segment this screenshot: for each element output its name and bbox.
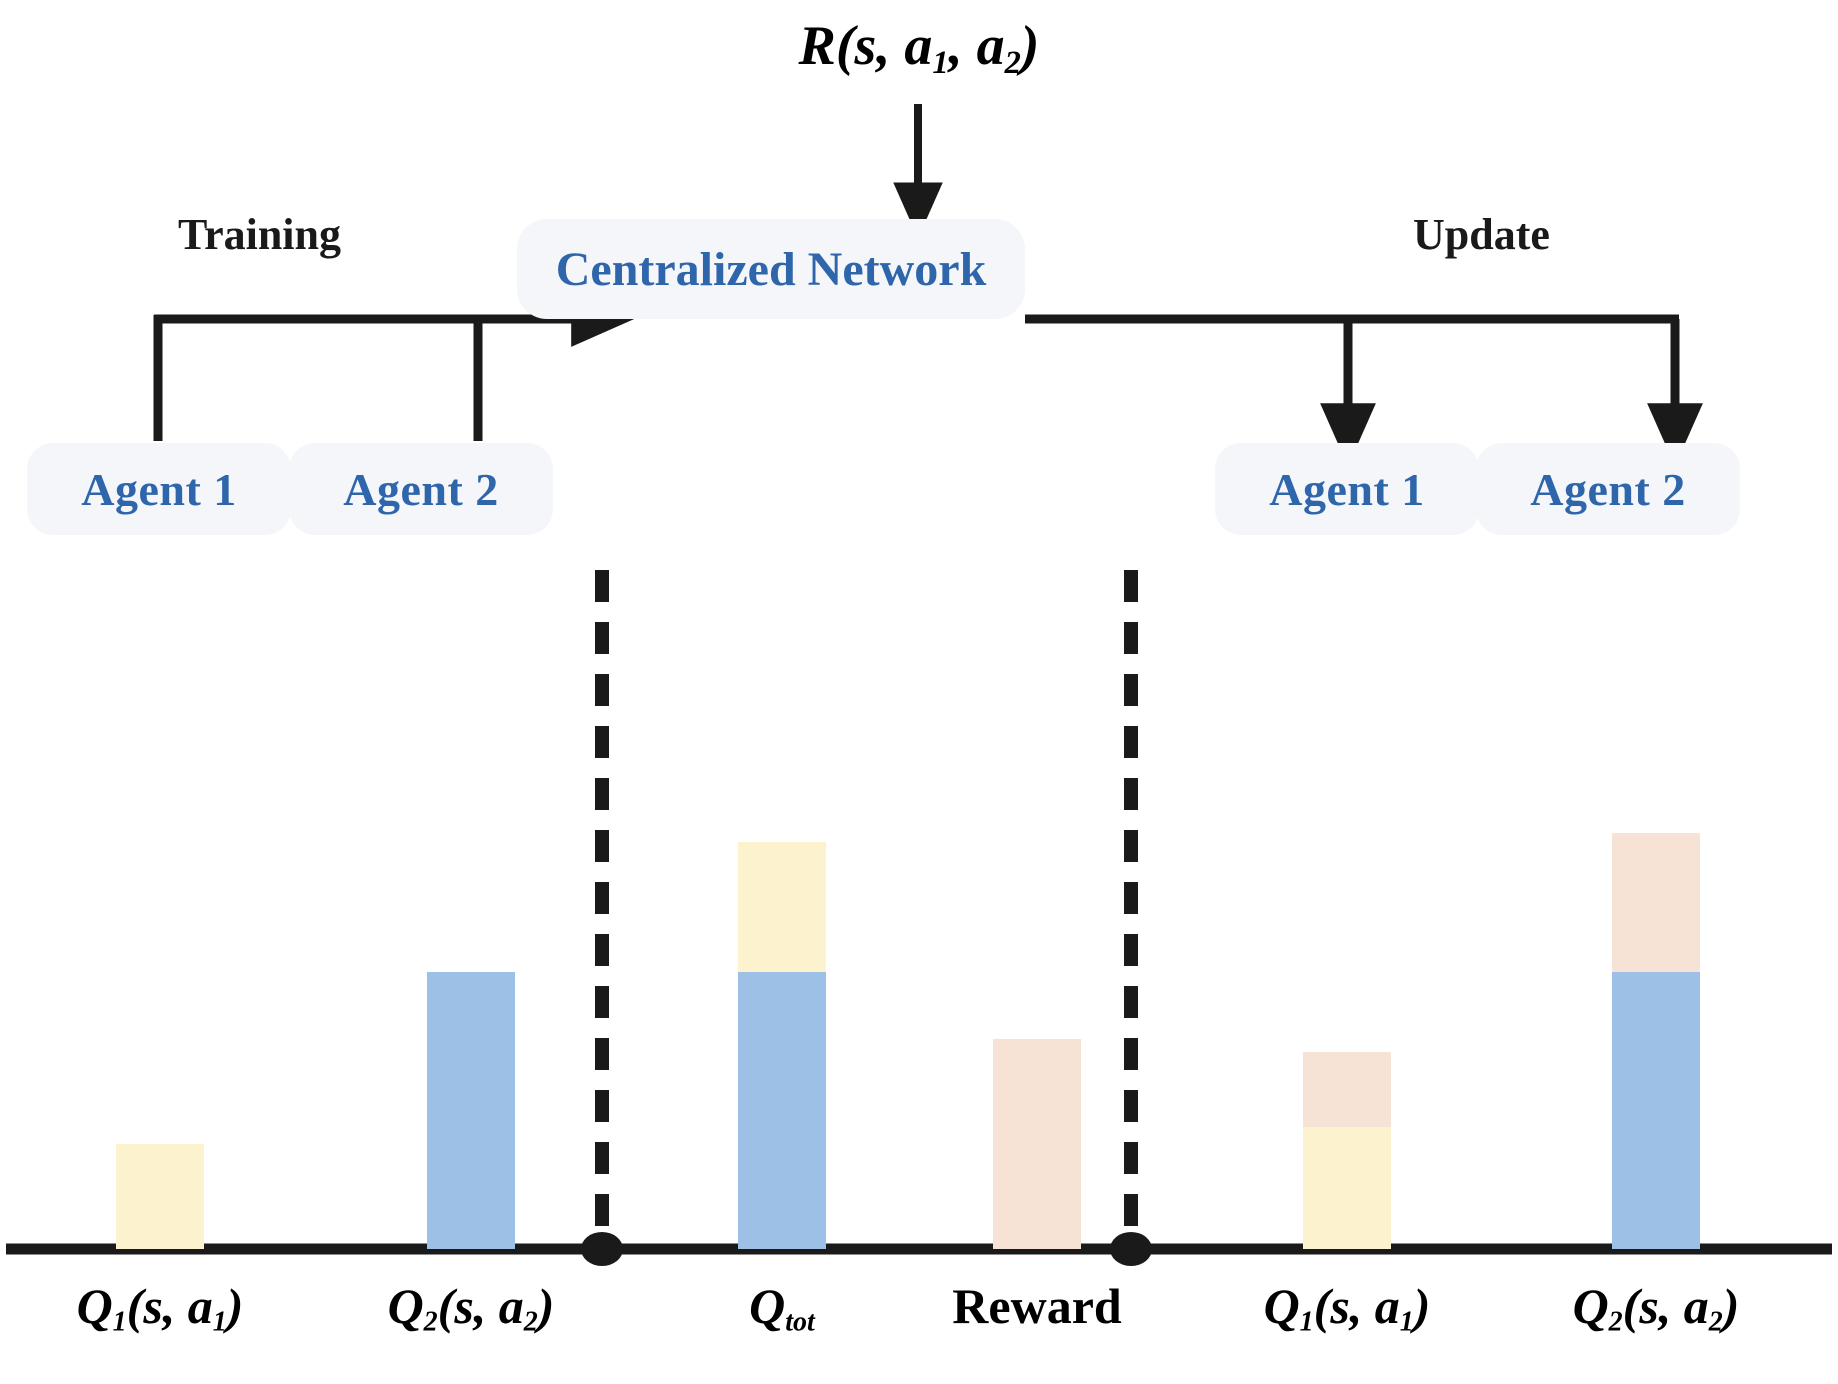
- bar-q1-right: [1303, 1051, 1391, 1249]
- bar-segment-blue: [1612, 971, 1700, 1249]
- bar-segment-yellow: [738, 841, 826, 972]
- bar-segment-peach: [1612, 833, 1700, 972]
- bar-q2-right: [1612, 833, 1700, 1249]
- agent-label: Agent 2: [1530, 463, 1686, 515]
- agent-box-right-2[interactable]: Agent 2: [1476, 443, 1740, 535]
- bar-segment-blue: [738, 971, 826, 1249]
- bar-segment-yellow: [1303, 1127, 1391, 1249]
- update-label: Update: [1413, 210, 1550, 259]
- agent-box-left-1[interactable]: Agent 1: [27, 443, 291, 535]
- tick-label-reward: Reward: [952, 1278, 1122, 1334]
- bar-segment-blue: [427, 971, 515, 1249]
- agent-label: Agent 2: [343, 463, 499, 515]
- bar-q2-left: [427, 971, 515, 1249]
- bar-q1-left: [116, 1144, 204, 1249]
- tick-label-q1-left: Q1(s, a1): [76, 1278, 244, 1338]
- bar-segment-peach: [1303, 1051, 1391, 1128]
- reward-formula-title: R(s, a1, a2): [0, 14, 1838, 82]
- tick-label-qtot: Qtot: [749, 1278, 815, 1338]
- bar-reward: [993, 1039, 1081, 1249]
- centralized-network-label: Centralized Network: [555, 242, 987, 296]
- bar-segment-yellow: [116, 1144, 204, 1249]
- bar-segment-peach: [993, 1039, 1081, 1249]
- agent-label: Agent 1: [1269, 463, 1425, 515]
- tick-label-q1-right: Q1(s, a1): [1263, 1278, 1431, 1338]
- formula-text: R(s, a1, a2): [798, 15, 1040, 82]
- agent-label: Agent 1: [81, 463, 237, 515]
- centralized-network-box[interactable]: Centralized Network: [517, 219, 1025, 319]
- agent-box-right-1[interactable]: Agent 1: [1215, 443, 1479, 535]
- training-label: Training: [178, 210, 342, 259]
- tick-label-q2-left: Q2(s, a2): [387, 1278, 555, 1338]
- tick-label-q2-right: Q2(s, a2): [1572, 1278, 1740, 1338]
- agent-box-left-2[interactable]: Agent 2: [289, 443, 553, 535]
- bar-qtot: [738, 841, 826, 1249]
